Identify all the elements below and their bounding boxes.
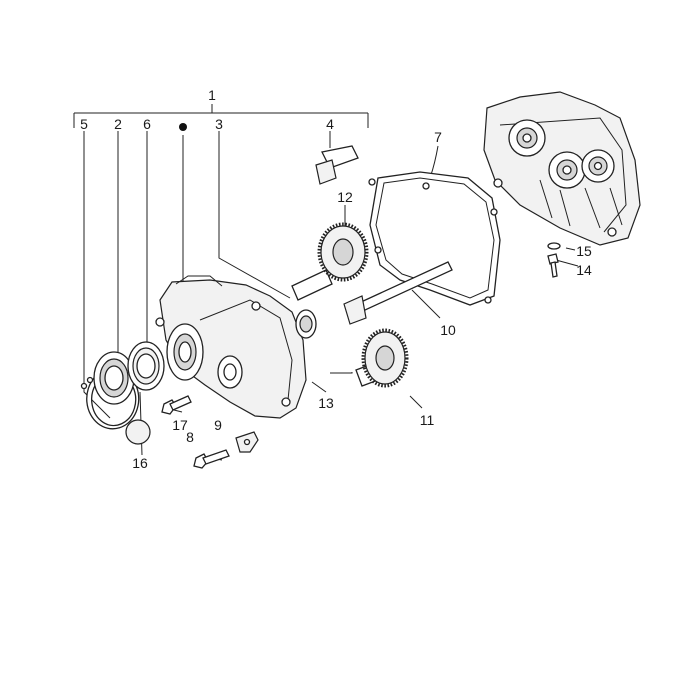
callout-14: 14: [576, 262, 592, 278]
callout-5: 5: [80, 116, 88, 132]
gearbox-housing: [483, 91, 641, 246]
callout-17: 17: [172, 417, 188, 433]
bearing: [93, 351, 135, 405]
breather-fitting: [315, 145, 359, 185]
callout-12: 12: [337, 189, 353, 205]
callout-7: 7: [434, 129, 442, 145]
callout-15: 15: [576, 243, 592, 259]
callout-13: 13: [318, 395, 334, 411]
bolt-8: [193, 449, 230, 469]
reference-dot: [179, 123, 187, 131]
callout-16: 16: [132, 455, 148, 471]
driven-gear: [355, 328, 409, 388]
callout-8: 8: [186, 429, 194, 445]
clip-9: [235, 431, 259, 453]
callout-4: 4: [326, 116, 334, 132]
callout-labels: 1 2 3 4 5 6 7 8 9 10 11 12 13 14 15 16 1…: [80, 87, 592, 471]
plug-cap: [125, 419, 151, 445]
callout-11: 11: [420, 412, 435, 428]
callout-6: 6: [143, 116, 151, 132]
assembly-bracket: [73, 104, 369, 128]
washer-15: [547, 242, 561, 250]
callout-9: 9: [214, 417, 222, 433]
callout-10: 10: [440, 322, 456, 338]
housing-gasket: [368, 171, 501, 306]
callout-2: 2: [114, 116, 122, 132]
bolt-17: [161, 395, 192, 415]
drive-shaft: [343, 261, 453, 325]
shaft-seal: [295, 309, 317, 339]
callout-3: 3: [215, 116, 223, 132]
transmission-cover: [155, 275, 307, 419]
callout-1: 1: [208, 87, 216, 103]
bolt-14: [547, 253, 559, 278]
oil-seal: [127, 341, 165, 391]
intermediate-gear: [291, 222, 369, 301]
